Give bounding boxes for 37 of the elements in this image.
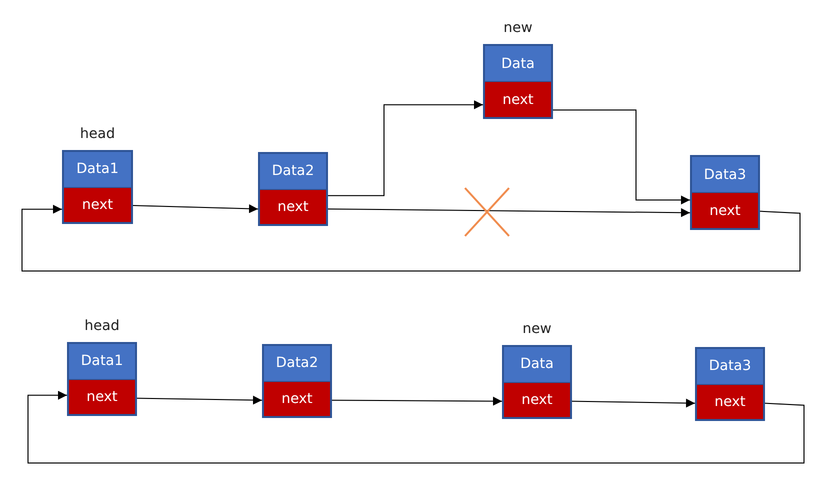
arrow: [132, 204, 258, 214]
list-node: [62, 150, 133, 224]
next-pointer-field: next: [692, 192, 758, 228]
node-label: head: [80, 126, 115, 142]
next-pointer-field: next: [697, 384, 763, 419]
arrow: [552, 110, 690, 204]
next-pointer-field: next: [260, 188, 326, 224]
arrow: [328, 100, 484, 196]
next-pointer-field: next: [485, 81, 551, 117]
node-label: new: [504, 20, 532, 36]
node-label: new: [522, 321, 552, 337]
data-field: Data3: [697, 349, 763, 384]
next-pointer-field: next: [69, 378, 135, 414]
arrow: [28, 390, 804, 464]
data-field: Data: [504, 347, 570, 382]
data-field: Data1: [69, 344, 135, 378]
list-node: [690, 155, 760, 230]
next-pointer-field: next: [64, 186, 131, 222]
list-node: [695, 347, 765, 421]
list-node: [262, 344, 332, 418]
list-node: [258, 152, 328, 226]
arrow: [328, 208, 690, 218]
next-pointer-field: next: [504, 382, 570, 417]
data-field: Data: [485, 46, 551, 81]
data-field: Data3: [692, 157, 758, 192]
arrow: [332, 396, 502, 406]
data-field: Data2: [260, 154, 326, 188]
data-field: Data1: [64, 152, 131, 186]
node-label: head: [84, 318, 120, 334]
list-node: [483, 44, 553, 119]
arrow: [136, 396, 262, 405]
next-pointer-field: next: [264, 380, 330, 416]
list-node: [67, 342, 137, 416]
list-node: [502, 345, 572, 419]
arrow: [22, 204, 800, 272]
arrow: [572, 398, 696, 408]
data-field: Data2: [264, 346, 330, 380]
